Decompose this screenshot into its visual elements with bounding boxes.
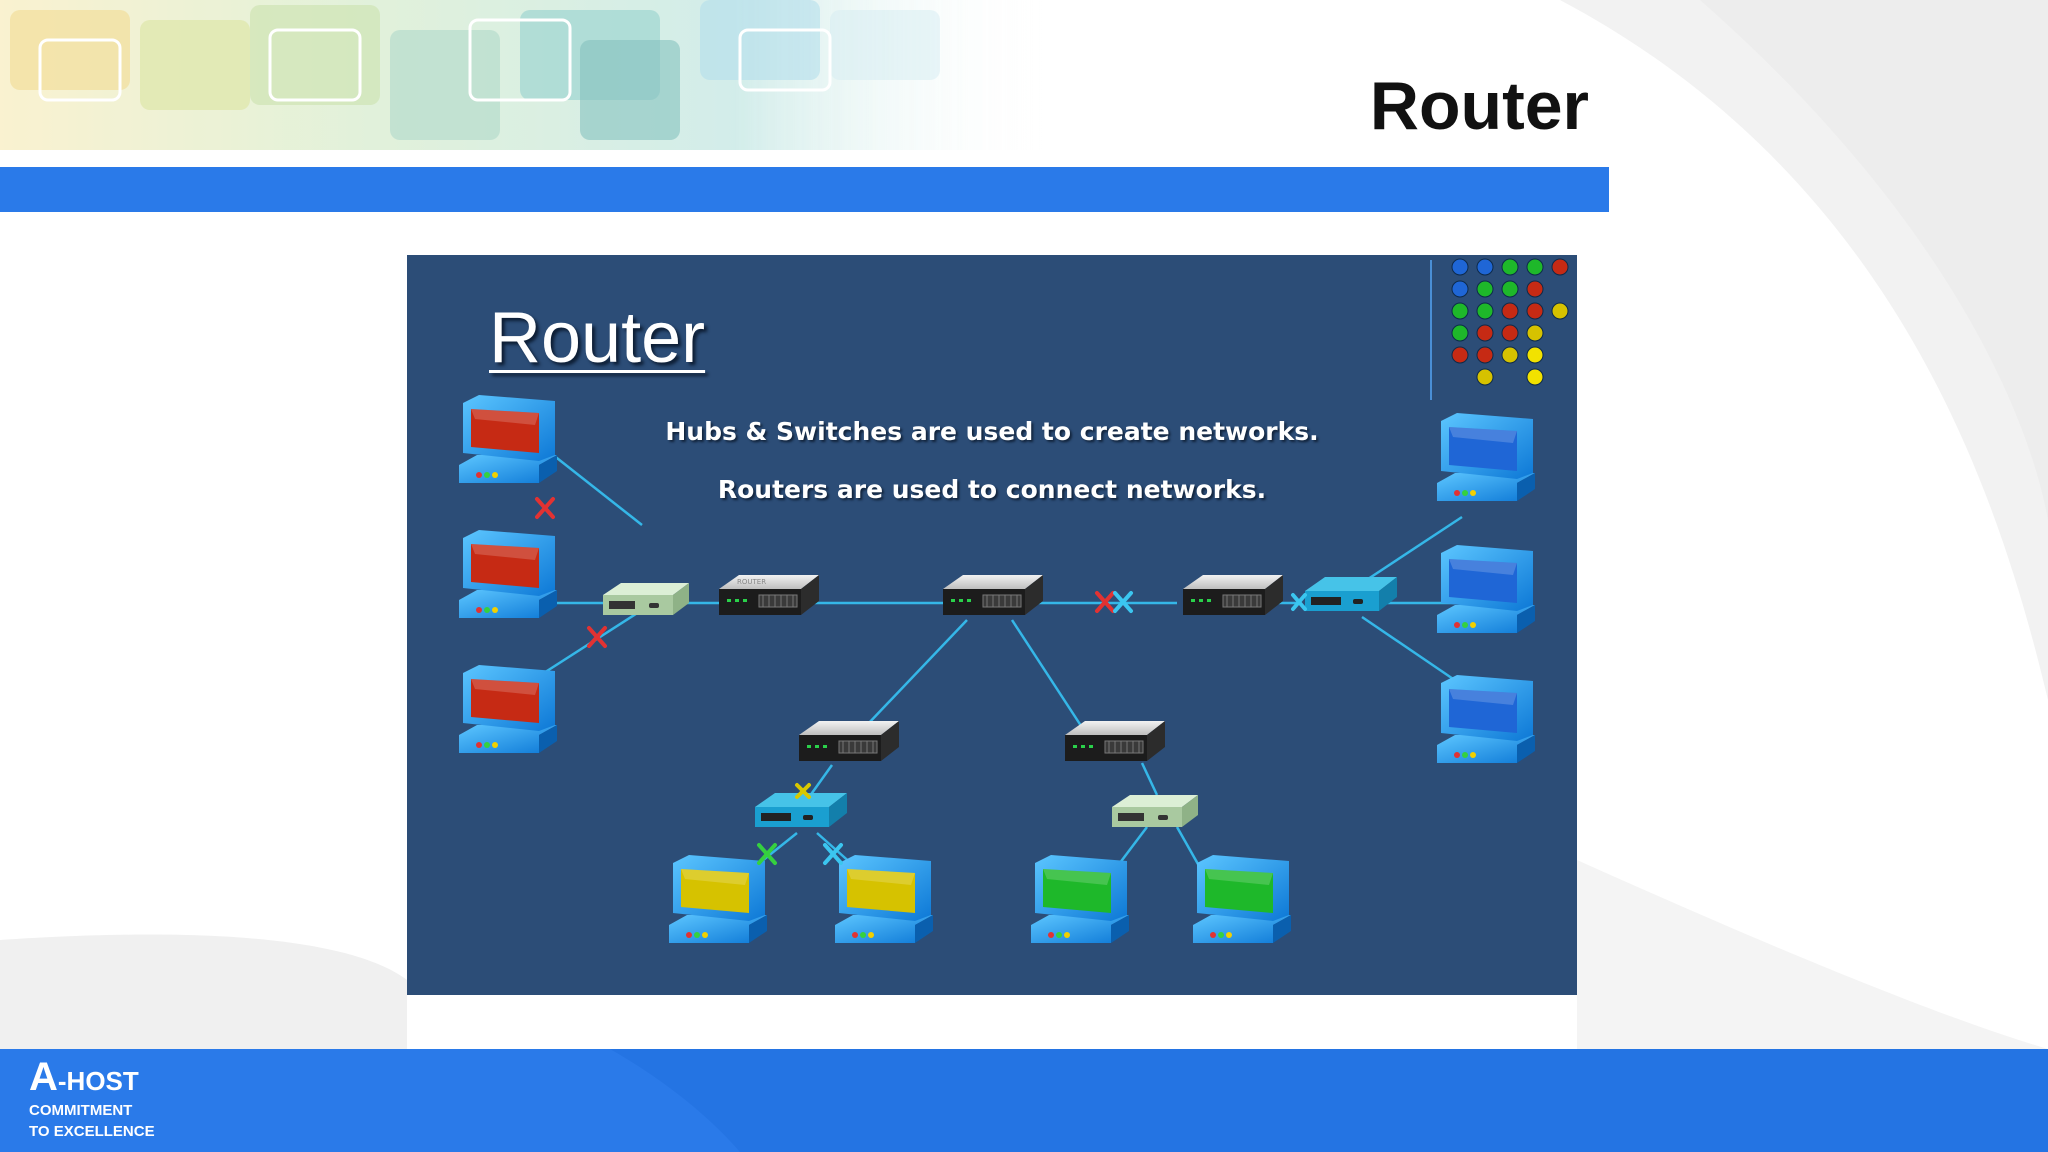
brand-name: -HOST	[57, 1066, 139, 1096]
computer-icon	[669, 855, 767, 943]
decorative-dot	[1501, 280, 1519, 298]
decorative-dot	[1476, 280, 1494, 298]
decorative-dot	[1526, 346, 1544, 364]
x-mark-blue	[823, 843, 843, 865]
dots-decoration	[1451, 258, 1569, 386]
router-device: ROUTER	[718, 574, 820, 616]
computer-icon	[459, 395, 557, 483]
switch-device-green	[1112, 795, 1198, 827]
x-mark-yellow	[795, 783, 811, 799]
page-title: Router	[1369, 68, 1589, 144]
decorative-dot	[1526, 280, 1544, 298]
computer-icon	[1437, 413, 1535, 501]
decorative-dot	[1526, 368, 1544, 386]
router-device	[1064, 720, 1166, 762]
decorative-dot	[1551, 302, 1569, 320]
decorative-dot	[1451, 346, 1469, 364]
router-label: ROUTER	[737, 578, 766, 586]
decorative-dot	[1476, 302, 1494, 320]
decorative-dot	[1451, 258, 1469, 276]
brand-tagline-1: COMMITMENT	[29, 1102, 133, 1119]
slide-title: Router	[489, 298, 706, 378]
brand-logo: A-HOST COMMITMENT TO EXCELLENCE	[29, 1057, 155, 1142]
decorative-dot	[1476, 368, 1494, 386]
computers-group	[459, 395, 1535, 943]
x-mark-red	[1095, 591, 1115, 613]
slide-text-hubs-switches: Hubs & Switches are used to create netwo…	[665, 417, 1319, 446]
decorative-dot	[1526, 324, 1544, 342]
switch-device-green	[603, 583, 689, 615]
computer-icon	[1193, 855, 1291, 943]
computer-icon	[1437, 545, 1535, 633]
header-bar	[0, 167, 1609, 212]
decorative-dot	[1551, 258, 1569, 276]
brand-tagline-2: TO EXCELLENCE	[29, 1123, 155, 1140]
decorative-dot	[1526, 258, 1544, 276]
computer-icon	[1031, 855, 1129, 943]
x-mark-green	[757, 843, 777, 865]
switch-device-blue	[755, 793, 847, 827]
decorative-dot	[1476, 324, 1494, 342]
decorative-dot	[1451, 324, 1469, 342]
footer-swoosh	[610, 1049, 2048, 1152]
computer-icon	[459, 530, 557, 618]
computer-icon	[1437, 675, 1535, 763]
decorative-dot	[1501, 346, 1519, 364]
slide-text-routers: Routers are used to connect networks.	[717, 475, 1267, 504]
x-mark-red	[535, 497, 555, 519]
footer-bar	[0, 1049, 2048, 1152]
link-x-marks	[535, 497, 1307, 865]
computer-icon	[835, 855, 933, 943]
header-mosaic-decoration	[0, 0, 1050, 150]
decorative-dot	[1501, 324, 1519, 342]
decorative-dot	[1476, 258, 1494, 276]
router-diagram-slide: ROUTER Router Hubs & Switches are used t…	[407, 255, 1577, 995]
x-mark-red	[587, 626, 607, 648]
decorative-dot	[1501, 258, 1519, 276]
decorative-dot	[1526, 302, 1544, 320]
decorative-dot	[1501, 302, 1519, 320]
x-mark-blue	[1113, 591, 1133, 613]
switch-device-blue	[1305, 577, 1397, 611]
decorative-dot	[1451, 302, 1469, 320]
router-device	[1182, 574, 1284, 616]
decorative-dot	[1476, 346, 1494, 364]
x-mark-blue	[1291, 593, 1307, 611]
brand-letter: A	[29, 1055, 58, 1099]
router-device	[942, 574, 1044, 616]
network-diagram: ROUTER	[459, 258, 1569, 943]
computer-icon	[459, 665, 557, 753]
router-device	[798, 720, 900, 762]
decorative-dot	[1451, 280, 1469, 298]
